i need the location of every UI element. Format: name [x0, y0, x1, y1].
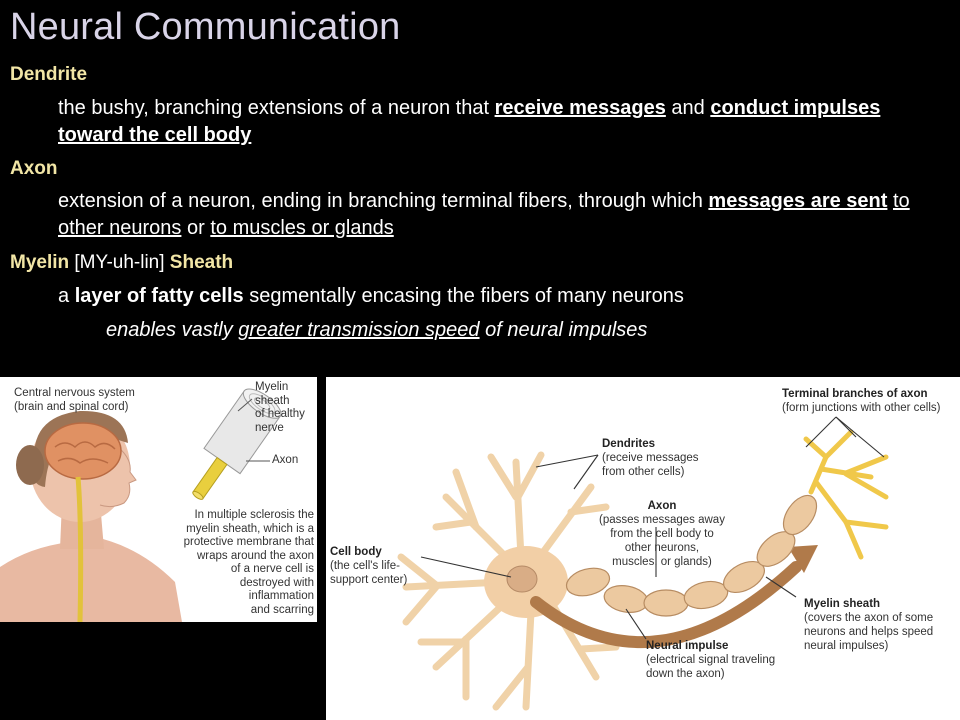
cell-body-label: Cell body(the cell's life-support center…: [330, 546, 408, 586]
neuron-illustration: [397, 416, 889, 711]
myelin-sub-point: enables vastly greater transmission spee…: [106, 319, 648, 341]
term-dendrite: Dendrite: [10, 64, 88, 85]
neuron-diagram: Terminal branches of axon(form junctions…: [326, 377, 960, 720]
axon-small-label: Axon: [272, 454, 299, 466]
term-axon: Axon: [10, 158, 58, 179]
woman-head-illustration: [0, 388, 282, 622]
definition-axon: extension of a neuron, ending in branchi…: [58, 190, 910, 239]
term-myelin-sheath: Myelin [MY-uh-lin] Sheath: [10, 252, 234, 273]
neural-impulse-label: Neural impulse(electrical signal traveli…: [646, 640, 776, 680]
terminal-branches-label: Terminal branches of axon(form junctions…: [782, 388, 941, 414]
slide-title: Neural Communication: [10, 6, 401, 48]
definition-dendrite: the bushy, branching extensions of a neu…: [58, 97, 881, 146]
cns-label: Central nervous system(brain and spinal …: [14, 387, 135, 413]
definition-myelin: a layer of fatty cells segmentally encas…: [58, 285, 684, 307]
multiple-sclerosis-figure: Central nervous system(brain and spinal …: [0, 377, 317, 622]
